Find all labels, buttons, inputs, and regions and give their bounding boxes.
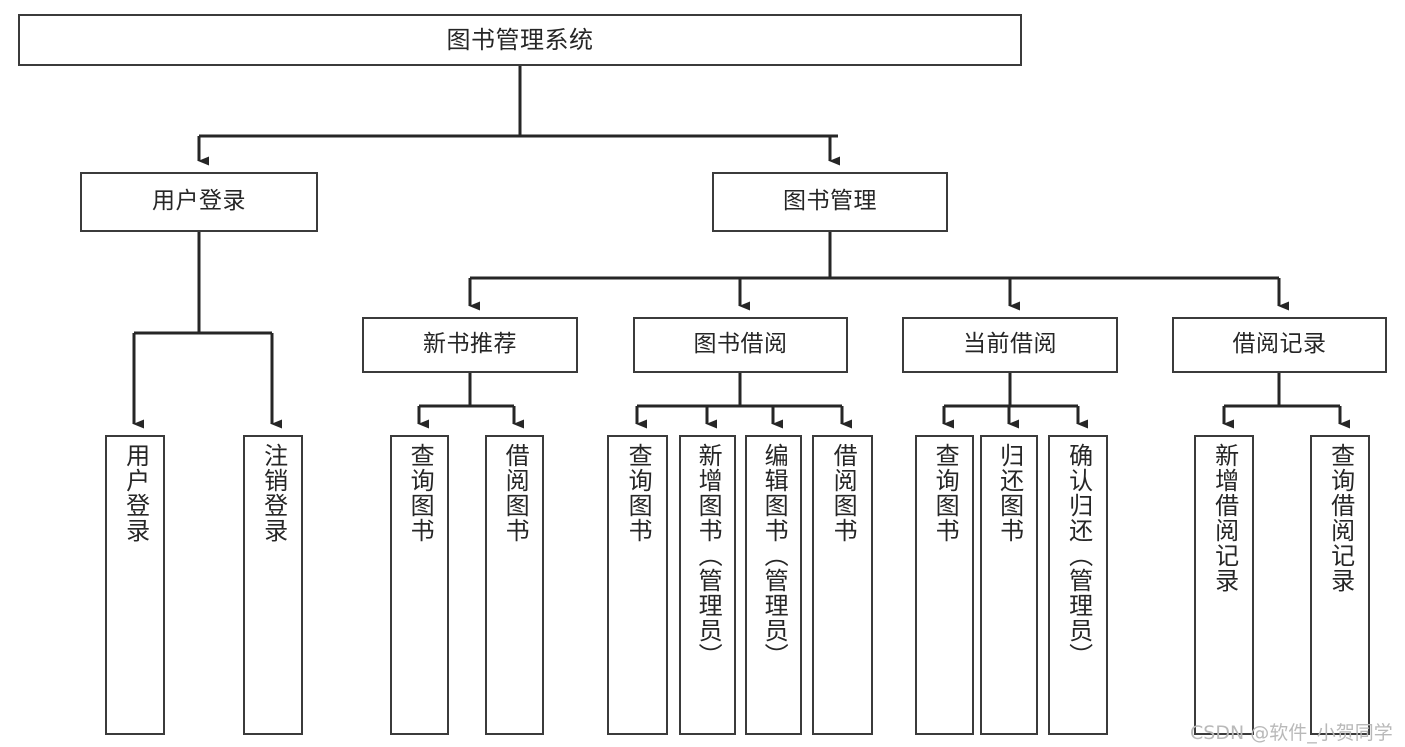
leaf-query-book-current-label: 查询图书 <box>931 443 960 543</box>
leaf-query-book-borrow[interactable]: 查询图书 <box>607 435 668 735</box>
leaf-query-borrow-record[interactable]: 查询借阅记录 <box>1310 435 1370 735</box>
leaf-user-login-label: 用户登录 <box>121 443 150 543</box>
leaf-confirm-return-admin[interactable]: 确认归还（管理员） <box>1048 435 1108 735</box>
leaf-logout-label: 注销登录 <box>259 443 288 543</box>
node-root-label: 图书管理系统 <box>446 25 594 54</box>
leaf-borrow-book-label: 借阅图书 <box>829 443 858 543</box>
node-book-management[interactable]: 图书管理 <box>712 172 948 232</box>
node-borrow-record[interactable]: 借阅记录 <box>1172 317 1387 373</box>
leaf-edit-book-admin-label: 编辑图书（管理员） <box>760 443 789 668</box>
node-borrow-record-label: 借阅记录 <box>1232 331 1327 358</box>
leaf-query-book-borrow-label: 查询图书 <box>624 443 653 543</box>
node-new-book-recommend[interactable]: 新书推荐 <box>362 317 578 373</box>
node-current-borrow-label: 当前借阅 <box>963 331 1057 358</box>
leaf-query-borrow-record-label: 查询借阅记录 <box>1326 443 1355 593</box>
node-book-borrow[interactable]: 图书借阅 <box>633 317 848 373</box>
leaf-borrow-book-recommend[interactable]: 借阅图书 <box>485 435 544 735</box>
node-book-management-label: 图书管理 <box>783 188 877 215</box>
leaf-add-borrow-record[interactable]: 新增借阅记录 <box>1194 435 1254 735</box>
leaf-add-book-admin[interactable]: 新增图书（管理员） <box>679 435 736 735</box>
leaf-return-book-label: 归还图书 <box>995 443 1024 543</box>
node-new-book-recommend-label: 新书推荐 <box>423 331 517 358</box>
leaf-confirm-return-admin-label: 确认归还（管理员） <box>1064 443 1093 668</box>
node-root[interactable]: 图书管理系统 <box>18 14 1022 66</box>
leaf-add-borrow-record-label: 新增借阅记录 <box>1210 443 1239 593</box>
leaf-query-book-recommend[interactable]: 查询图书 <box>390 435 449 735</box>
leaf-query-book-recommend-label: 查询图书 <box>406 443 435 543</box>
leaf-borrow-book-recommend-label: 借阅图书 <box>501 443 530 543</box>
leaf-edit-book-admin[interactable]: 编辑图书（管理员） <box>745 435 802 735</box>
node-user-login-label: 用户登录 <box>152 188 246 215</box>
node-current-borrow[interactable]: 当前借阅 <box>902 317 1118 373</box>
leaf-return-book[interactable]: 归还图书 <box>980 435 1038 735</box>
watermark: CSDN @软件_小贺同学 <box>1190 722 1393 744</box>
leaf-add-book-admin-label: 新增图书（管理员） <box>694 443 723 668</box>
node-book-borrow-label: 图书借阅 <box>693 331 788 358</box>
leaf-user-login[interactable]: 用户登录 <box>105 435 165 735</box>
leaf-query-book-current[interactable]: 查询图书 <box>915 435 974 735</box>
leaf-borrow-book[interactable]: 借阅图书 <box>812 435 873 735</box>
leaf-logout[interactable]: 注销登录 <box>243 435 303 735</box>
node-user-login[interactable]: 用户登录 <box>80 172 318 232</box>
